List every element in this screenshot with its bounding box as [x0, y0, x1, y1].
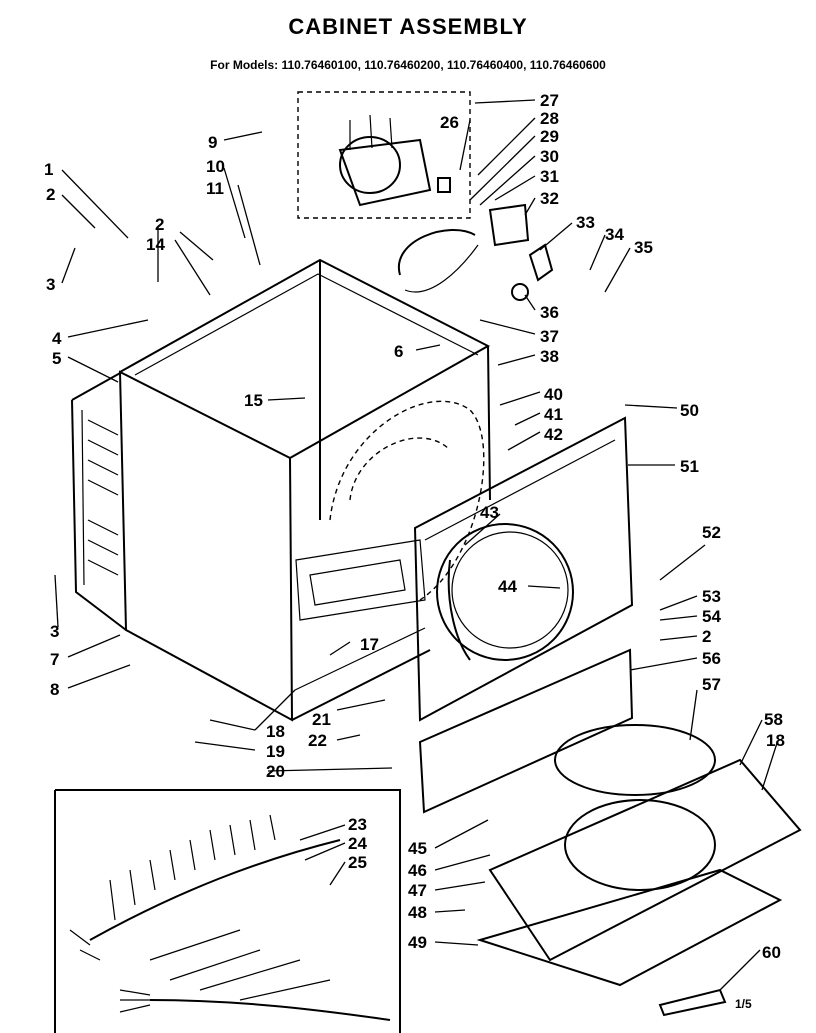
- callout-labels: 1 2 3 14 2 9 10 11 4 5 3 7 8 15 6 26 27 …: [44, 91, 785, 1011]
- callout-17: 17: [360, 635, 379, 654]
- callout-15: 15: [244, 391, 263, 410]
- callout-33: 33: [576, 213, 595, 232]
- callout-21: 21: [312, 710, 331, 729]
- callout-42: 42: [544, 425, 563, 444]
- callout-30: 30: [540, 147, 559, 166]
- callout-24: 24: [348, 834, 367, 853]
- callout-58: 58: [764, 710, 783, 729]
- callout-2b: 2: [155, 215, 164, 234]
- callout-11: 11: [206, 179, 224, 198]
- callout-47: 47: [408, 881, 427, 900]
- callout-41: 41: [544, 405, 563, 424]
- callout-9: 9: [208, 133, 217, 152]
- callout-37: 37: [540, 327, 559, 346]
- callout-25: 25: [348, 853, 367, 872]
- front-panel: [413, 416, 634, 722]
- callout-6: 6: [394, 342, 403, 361]
- callout-27: 27: [540, 91, 559, 110]
- callout-28: 28: [540, 109, 559, 128]
- toe-plate: [418, 648, 634, 814]
- callout-1: 1: [44, 160, 53, 179]
- callout-54: 54: [702, 607, 721, 626]
- callout-18: 18: [266, 722, 285, 741]
- callout-23: 23: [348, 815, 367, 834]
- callout-53: 53: [702, 587, 721, 606]
- callout-22: 22: [308, 731, 327, 750]
- drive-belt: [397, 229, 476, 276]
- callout-35: 35: [634, 238, 653, 257]
- idler-arm: [528, 243, 554, 282]
- callout-7: 7: [50, 650, 59, 669]
- callout-2: 2: [46, 185, 55, 204]
- callout-36: 36: [540, 303, 559, 322]
- callout-19: 19: [266, 742, 285, 761]
- idler-pulley: [511, 283, 529, 301]
- callout-8: 8: [50, 680, 59, 699]
- callout-2c: 2: [702, 627, 711, 646]
- callout-44: 44: [498, 577, 517, 596]
- models-line: For Models: 110.76460100, 110.76460200, …: [210, 58, 606, 72]
- leader-lines: [54, 99, 778, 991]
- callout-45: 45: [408, 839, 427, 858]
- callout-5: 5: [52, 349, 61, 368]
- callout-57: 57: [702, 675, 721, 694]
- callout-18b: 18: [766, 731, 785, 750]
- callout-38: 38: [540, 347, 559, 366]
- callout-48: 48: [408, 903, 427, 922]
- callout-40: 40: [544, 385, 563, 404]
- callout-20: 20: [266, 762, 285, 781]
- callout-31: 31: [540, 167, 559, 186]
- diagram-title: CABINET ASSEMBLY: [288, 14, 528, 39]
- callout-29: 29: [540, 127, 559, 146]
- door-seal: [554, 724, 716, 796]
- callout-3: 3: [46, 275, 55, 294]
- wire-harness-inset: [54, 789, 401, 1033]
- callout-50: 50: [680, 401, 699, 420]
- page-mark: 1/5: [735, 997, 752, 1011]
- base-assembly: [476, 724, 802, 1017]
- callout-26: 26: [440, 113, 459, 132]
- callout-32: 32: [540, 189, 559, 208]
- callout-51: 51: [680, 457, 699, 476]
- callout-14: 14: [146, 235, 165, 254]
- callout-34: 34: [605, 225, 624, 244]
- callout-43: 43: [480, 503, 499, 522]
- cabinet-body: [71, 258, 491, 722]
- callout-10: 10: [206, 157, 225, 176]
- motor-box: [297, 91, 471, 219]
- callout-3b: 3: [50, 622, 59, 641]
- callout-49: 49: [408, 933, 427, 952]
- callout-46: 46: [408, 861, 427, 880]
- callout-56: 56: [702, 649, 721, 668]
- callout-4: 4: [52, 329, 62, 348]
- callout-60: 60: [762, 943, 781, 962]
- callout-52: 52: [702, 523, 721, 542]
- bracket-32: [488, 203, 530, 247]
